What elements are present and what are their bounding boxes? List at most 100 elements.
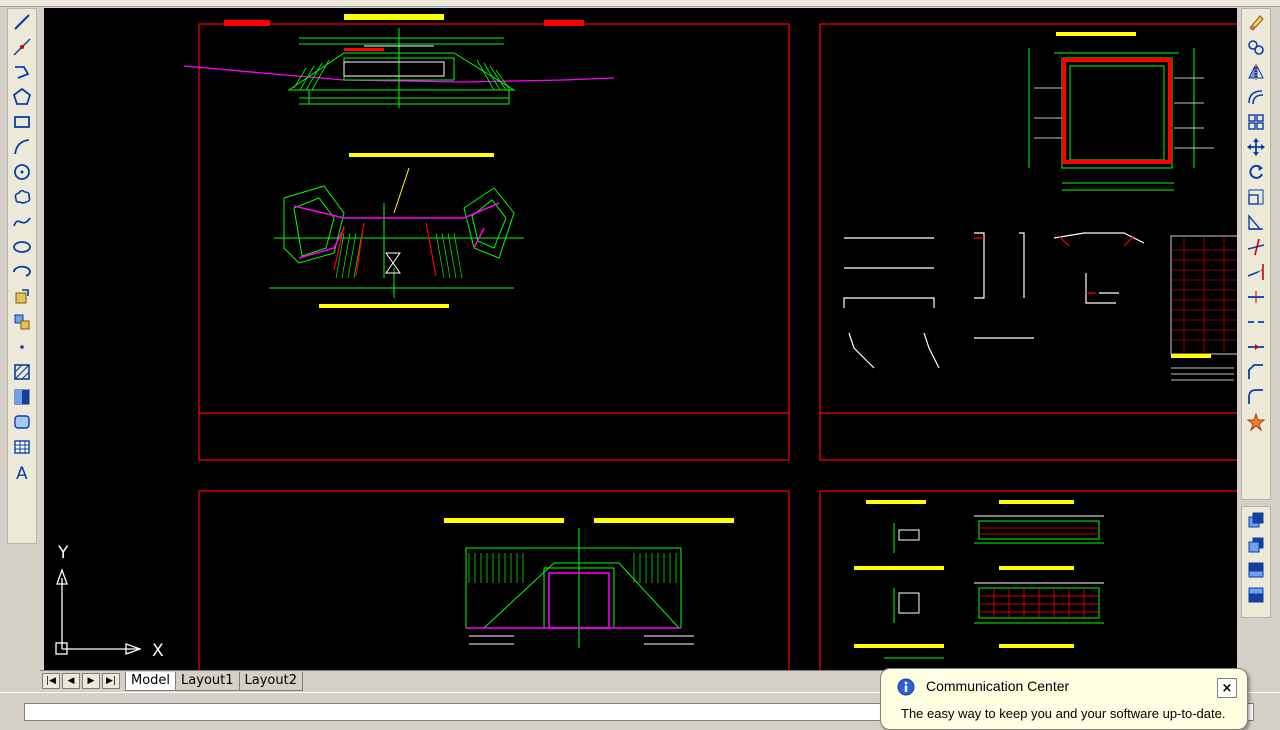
detail-sections — [854, 500, 1104, 659]
join-icon — [1248, 343, 1264, 350]
communication-center-balloon[interactable]: Communication Center The easy way to kee… — [880, 668, 1248, 730]
multiline-text-icon: A — [16, 464, 28, 482]
plan-view — [269, 153, 524, 308]
offset-tool-button[interactable] — [1242, 84, 1270, 109]
polygon-tool-button[interactable] — [8, 84, 36, 109]
scale-tool-button[interactable] — [1242, 184, 1270, 209]
trim-tool-button[interactable] — [1242, 234, 1270, 259]
array-tool-button[interactable] — [1242, 109, 1270, 134]
circle-icon — [14, 163, 30, 180]
hatch-icon — [14, 363, 30, 380]
arc-icon — [14, 138, 30, 154]
make-block-tool-button[interactable] — [8, 309, 36, 334]
erase-tool-button[interactable] — [1242, 9, 1270, 34]
rotate-tool-button[interactable] — [1242, 159, 1270, 184]
ucs-x-label: X — [152, 641, 164, 661]
construction-line-icon — [13, 37, 31, 56]
line-icon — [14, 13, 30, 30]
rotate-icon — [1249, 164, 1263, 179]
fillet-tool-button[interactable] — [1242, 384, 1270, 409]
erase-icon — [1249, 14, 1264, 31]
ellipse-icon — [13, 240, 31, 253]
polyline-tool-button[interactable] — [8, 59, 36, 84]
draworder-back-tool-button[interactable] — [1242, 532, 1270, 557]
front-elevation — [444, 518, 734, 648]
insert-block-tool-button[interactable] — [8, 284, 36, 309]
draworder-front-icon — [1248, 512, 1264, 527]
copy-icon — [1248, 39, 1264, 55]
extend-tool-button[interactable] — [1242, 259, 1270, 284]
ucs-icon — [55, 568, 142, 655]
tab-layout1[interactable]: Layout1 — [175, 671, 240, 691]
mirror-icon — [1248, 63, 1264, 80]
longitudinal-section — [183, 14, 615, 108]
gradient-tool-button[interactable] — [8, 384, 36, 409]
point-tool-button[interactable] — [8, 334, 36, 359]
spline-icon — [13, 216, 31, 226]
break-tool-button[interactable] — [1242, 309, 1270, 334]
draworder-front-tool-button[interactable] — [1242, 507, 1270, 532]
join-tool-button[interactable] — [1242, 334, 1270, 359]
trim-icon — [1247, 238, 1265, 255]
ellipse-arc-tool-button[interactable] — [8, 259, 36, 284]
top-toolbar-strip — [0, 0, 1280, 7]
tab-nav-next-button[interactable]: ▶ — [82, 673, 100, 689]
move-tool-button[interactable] — [1242, 134, 1270, 159]
draw-toolbar: A — [7, 8, 37, 544]
frame-top-left — [198, 23, 790, 461]
chamfer-tool-button[interactable] — [1242, 359, 1270, 384]
quantity-table — [1170, 235, 1237, 381]
circle-tool-button[interactable] — [8, 159, 36, 184]
line-tool-button[interactable] — [8, 9, 36, 34]
close-button[interactable]: × — [1217, 678, 1237, 698]
region-tool-button[interactable] — [8, 409, 36, 434]
table-icon — [14, 439, 30, 454]
ucs-y-label: Y — [57, 543, 69, 563]
info-icon — [897, 678, 915, 696]
tab-nav-last-button[interactable]: ▶| — [102, 673, 120, 689]
draworder-back-icon — [1248, 537, 1264, 552]
cad-drawing: Y X — [55, 14, 1237, 670]
polygon-icon — [12, 87, 32, 105]
mirror-tool-button[interactable] — [1242, 59, 1270, 84]
revision-cloud-tool-button[interactable] — [8, 184, 36, 209]
rectangle-tool-button[interactable] — [8, 109, 36, 134]
multiline-text-tool-button[interactable]: A — [8, 459, 36, 484]
explode-tool-button[interactable] — [1242, 409, 1270, 434]
construction-line-tool-button[interactable] — [8, 34, 36, 59]
draworder-above-icon — [1248, 562, 1264, 577]
frame-top-right — [819, 23, 1237, 461]
stretch-tool-button[interactable] — [1242, 209, 1270, 234]
modify-toolbar — [1241, 8, 1271, 500]
drawing-canvas[interactable]: Y X — [44, 8, 1237, 670]
tab-layout2[interactable]: Layout2 — [238, 671, 303, 691]
draworder-under-icon — [1248, 587, 1264, 602]
arc-tool-button[interactable] — [8, 134, 36, 159]
table-tool-button[interactable] — [8, 434, 36, 459]
extend-icon — [1247, 263, 1264, 280]
copy-tool-button[interactable] — [1242, 34, 1270, 59]
draworder-under-tool-button[interactable] — [1242, 582, 1270, 607]
frame-bottom-right — [819, 490, 1237, 670]
region-icon — [14, 414, 30, 429]
array-icon — [1248, 113, 1264, 130]
tab-nav-first-button[interactable]: |◀ — [42, 673, 60, 689]
revision-cloud-icon — [14, 189, 31, 204]
break-at-point-tool-button[interactable] — [1242, 284, 1270, 309]
hatch-tool-button[interactable] — [8, 359, 36, 384]
ellipse-arc-icon — [13, 265, 31, 277]
svg-text:A: A — [16, 464, 28, 482]
draworder-toolbar — [1241, 506, 1271, 618]
chamfer-icon — [1248, 363, 1263, 379]
rectangle-icon — [14, 115, 30, 128]
move-icon — [1247, 137, 1265, 156]
scale-icon — [1248, 189, 1264, 205]
ellipse-tool-button[interactable] — [8, 234, 36, 259]
spline-tool-button[interactable] — [8, 209, 36, 234]
tab-model[interactable]: Model — [125, 671, 177, 691]
draworder-above-tool-button[interactable] — [1242, 557, 1270, 582]
tab-nav-prev-button[interactable]: ◀ — [62, 673, 80, 689]
stretch-icon — [1248, 213, 1263, 230]
gradient-icon — [14, 389, 30, 404]
point-icon — [20, 344, 24, 349]
